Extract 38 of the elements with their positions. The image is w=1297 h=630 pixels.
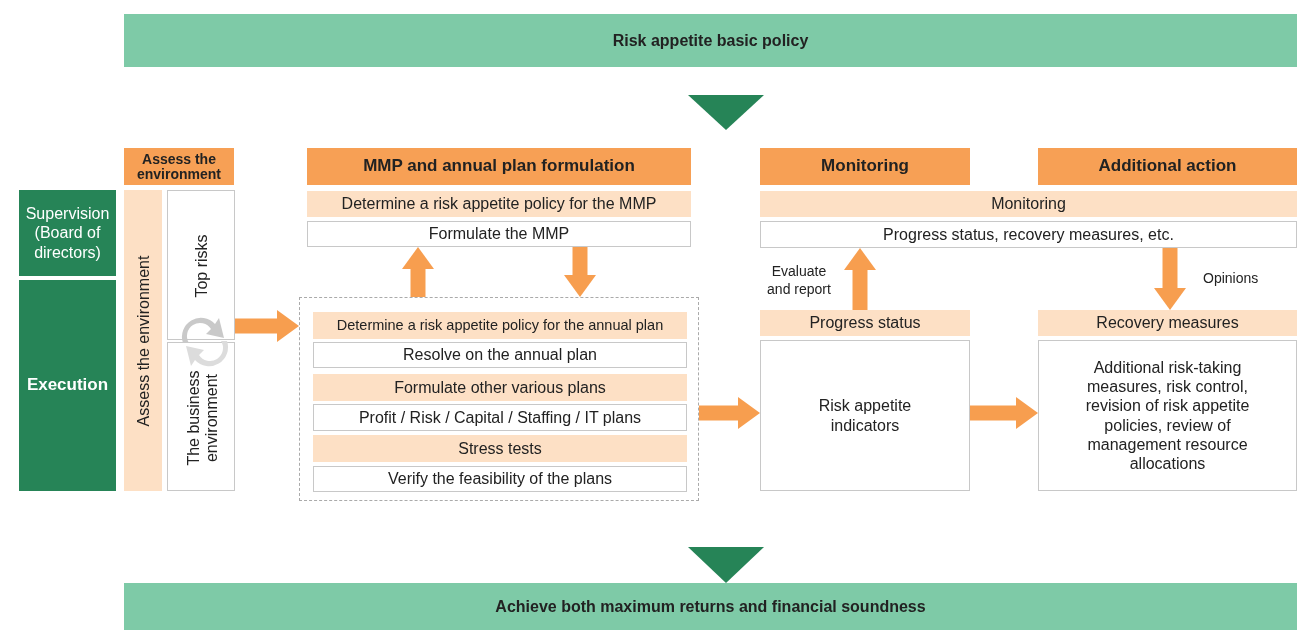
- block-arrow: [970, 397, 1038, 429]
- step-box: Determine a risk appetite policy for the MMP: [307, 191, 691, 217]
- role-box: Supervision (Board of directors): [19, 190, 116, 276]
- rotated-label: Top risks: [191, 233, 211, 300]
- block-arrow: [235, 310, 299, 342]
- block-arrow: [1154, 248, 1186, 310]
- process-box: Resolve on the annual plan: [313, 342, 687, 368]
- edge-label: Opinions: [1203, 270, 1259, 288]
- edge-label: Evaluate and report: [766, 263, 832, 298]
- rotated-label: Assess the environment: [132, 254, 152, 429]
- step-box: Stress tests: [313, 435, 687, 462]
- policy-band: Risk appetite basic policy: [124, 14, 1297, 67]
- process-box: Formulate the MMP: [307, 221, 691, 247]
- step-box: Formulate other various plans: [313, 374, 687, 401]
- step-box: Progress status: [760, 310, 970, 336]
- role-box: Execution: [19, 280, 116, 491]
- block-arrow: [699, 397, 760, 429]
- process-box: Verify the feasibility of the plans: [313, 466, 687, 492]
- process-box: [167, 342, 235, 491]
- header-bar: Monitoring: [760, 148, 970, 185]
- process-box: [167, 190, 235, 340]
- block-arrow: [844, 248, 876, 310]
- process-box: Progress status, recovery measures, etc.: [760, 221, 1297, 248]
- process-box: Additional risk-taking measures, risk control, revision of risk appetite policies, review of management resource allocations: [1038, 340, 1297, 491]
- goal-band: Achieve both maximum returns and financial soundness: [124, 583, 1297, 630]
- process-box: Risk appetite indicators: [760, 340, 970, 491]
- block-arrow: [564, 247, 596, 297]
- step-box: Determine a risk appetite policy for the annual plan: [313, 312, 687, 339]
- step-box: Recovery measures: [1038, 310, 1297, 336]
- process-box: Profit / Risk / Capital / Staffing / IT plans: [313, 404, 687, 431]
- dashed-group-box: [299, 297, 699, 501]
- header-bar: Assess the environment: [124, 148, 234, 185]
- header-bar: Additional action: [1038, 148, 1297, 185]
- stage-band: [124, 190, 162, 491]
- header-bar: MMP and annual plan formulation: [307, 148, 691, 185]
- block-arrow: [402, 247, 434, 297]
- rotated-label: The business environment: [182, 368, 220, 468]
- step-box: Monitoring: [760, 191, 1297, 217]
